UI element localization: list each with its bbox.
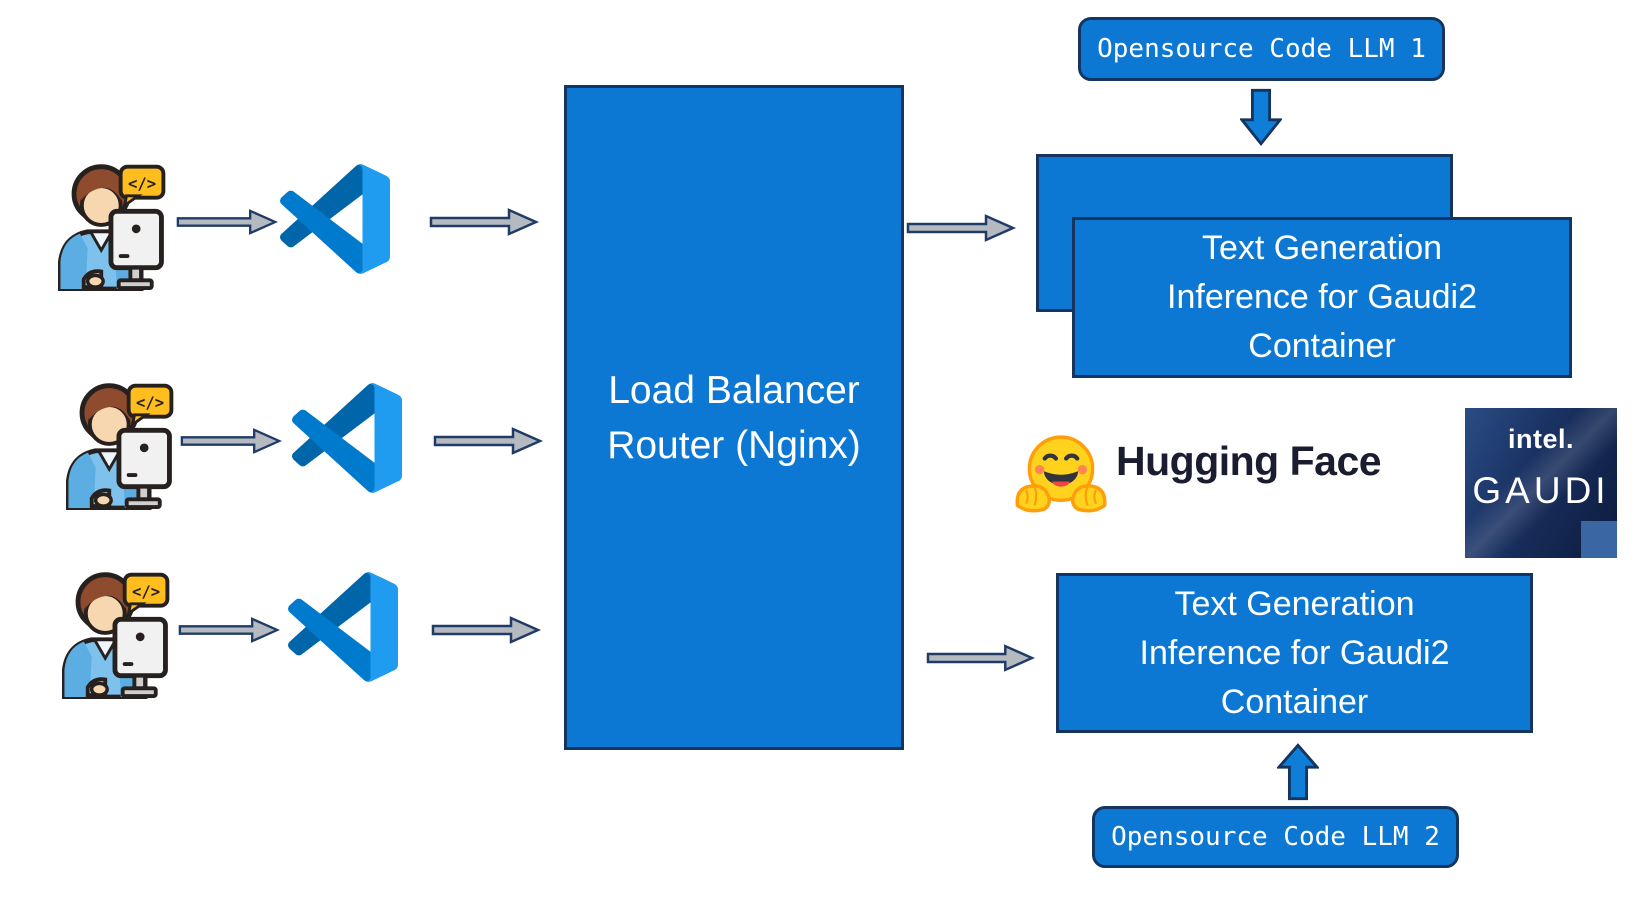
tgi-top-label-line2: Inference for Gaudi2: [1167, 278, 1477, 316]
llm1-box: Opensource Code LLM 1: [1078, 17, 1445, 81]
vscode-icon: [292, 383, 402, 493]
developer-icon: [54, 563, 172, 699]
flow-arrow-right-icon: [176, 207, 278, 237]
llm2-label: Opensource Code LLM 2: [1111, 822, 1440, 852]
tgi-bottom-label-line1: Text Generation: [1174, 584, 1415, 623]
flow-arrow-right-icon: [178, 615, 280, 645]
gaudi-accent-square: [1581, 521, 1617, 558]
arrow-down-icon: [1240, 86, 1282, 148]
llm2-box: Opensource Code LLM 2: [1092, 806, 1459, 868]
flow-arrow-right-icon: [432, 426, 544, 456]
tgi-top-box: Text Generation Inference for Gaudi2 Con…: [1072, 217, 1572, 378]
gaudi-wordmark: GAUDI: [1472, 470, 1610, 511]
tgi-bottom-label-line3: Container: [1220, 682, 1369, 721]
load-balancer-label-line2: Router (Nginx): [607, 423, 861, 467]
flow-arrow-right-icon: [430, 615, 542, 645]
tgi-bottom-label-line2: Inference for Gaudi2: [1139, 633, 1450, 672]
vscode-icon: [280, 164, 390, 274]
flow-arrow-right-icon: [180, 426, 282, 456]
vscode-icon: [288, 572, 398, 682]
huggingface-emoji-icon: [1014, 428, 1108, 518]
developer-icon: [50, 155, 168, 291]
huggingface-wordmark: Hugging Face: [1116, 438, 1382, 484]
load-balancer-box: Load Balancer Router (Nginx): [564, 85, 904, 750]
intel-wordmark: intel.: [1507, 424, 1574, 454]
flow-arrow-right-icon: [926, 643, 1035, 673]
flow-arrow-right-icon: [428, 207, 540, 237]
load-balancer-label-line1: Load Balancer: [608, 368, 860, 412]
intel-gaudi-logo: intel. GAUDI: [1465, 408, 1617, 558]
flow-arrow-right-icon: [904, 213, 1018, 243]
developer-icon: [58, 374, 176, 510]
arrow-up-icon: [1277, 740, 1319, 804]
llm1-label: Opensource Code LLM 1: [1097, 34, 1426, 64]
tgi-top-label-line1: Text Generation: [1201, 229, 1443, 267]
tgi-bottom-box: Text Generation Inference for Gaudi2 Con…: [1056, 573, 1533, 733]
tgi-top-label-line3: Container: [1248, 327, 1396, 365]
